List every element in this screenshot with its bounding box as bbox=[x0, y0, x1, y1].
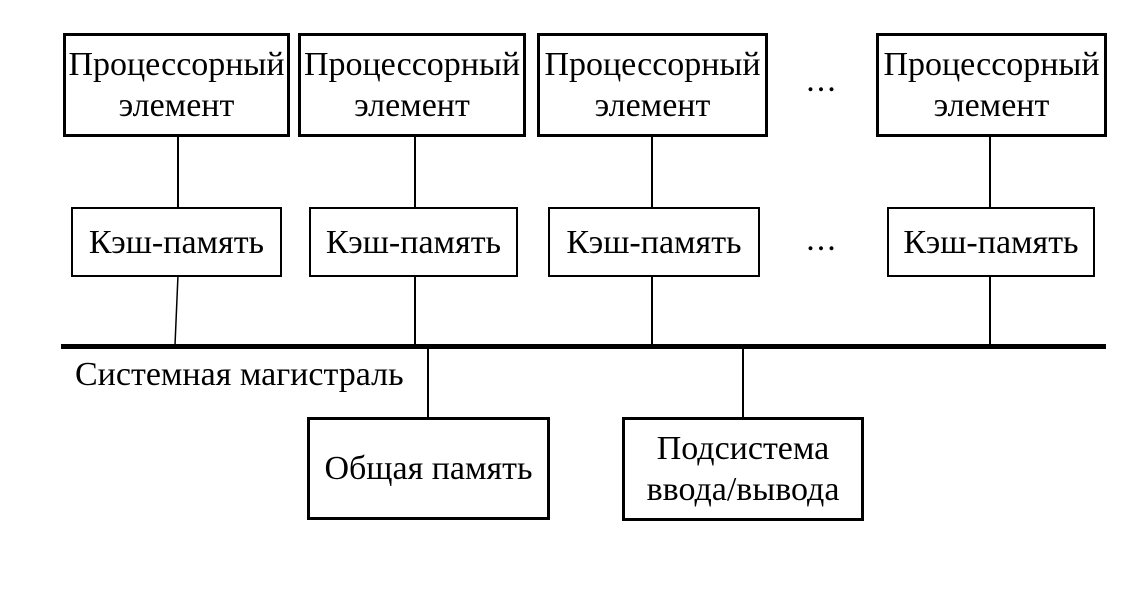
cache-label: Кэш-память bbox=[903, 223, 1079, 261]
connector-line bbox=[989, 135, 991, 209]
processor-element-box: Процессорный элемент bbox=[537, 33, 768, 137]
cache-memory-box: Кэш-память bbox=[309, 207, 518, 277]
ellipsis-caches: ... bbox=[806, 221, 838, 258]
connector-line bbox=[414, 135, 416, 209]
system-bus-label: Системная магистраль bbox=[75, 356, 404, 393]
processor-label-line2: элемент bbox=[354, 87, 470, 124]
shared-memory-box: Общая память bbox=[307, 417, 550, 520]
processor-label-line1: Процессорный bbox=[883, 46, 1100, 83]
connector-line-slanted bbox=[174, 275, 179, 345]
cache-memory-box: Кэш-память bbox=[71, 207, 282, 277]
connector-line bbox=[742, 348, 744, 417]
processor-element-box: Процессорный элемент bbox=[63, 33, 290, 137]
cache-label: Кэш-память bbox=[566, 223, 742, 261]
connector-line bbox=[414, 275, 416, 345]
system-bus-line bbox=[61, 344, 1106, 349]
io-subsystem-label-line1: Подсистема bbox=[656, 430, 830, 467]
connector-line bbox=[651, 275, 653, 345]
cache-label: Кэш-память bbox=[88, 223, 265, 261]
processor-label-line1: Процессорный bbox=[303, 46, 521, 83]
connector-line bbox=[989, 275, 991, 345]
io-subsystem-box: Подсистема ввода/вывода bbox=[622, 417, 864, 521]
shared-memory-label: Общая память bbox=[324, 450, 533, 487]
processor-element-box: Процессорный элемент bbox=[876, 33, 1107, 137]
cache-memory-box: Кэш-память bbox=[887, 207, 1095, 277]
processor-label-line1: Процессорный bbox=[544, 46, 761, 83]
io-subsystem-label-line2: ввода/вывода bbox=[646, 471, 840, 508]
processor-label-line1: Процессорный bbox=[68, 46, 285, 83]
connector-line bbox=[177, 135, 179, 209]
connector-line bbox=[651, 135, 653, 209]
processor-label-line2: элемент bbox=[594, 87, 711, 124]
cache-label: Кэш-память bbox=[325, 223, 502, 261]
cache-memory-box: Кэш-память bbox=[548, 207, 760, 277]
connector-line bbox=[427, 348, 429, 417]
processor-element-box: Процессорный элемент bbox=[298, 33, 526, 137]
processor-label-line2: элемент bbox=[118, 87, 235, 124]
processor-label-line2: элемент bbox=[933, 87, 1050, 124]
ellipsis-processors: ... bbox=[806, 62, 838, 99]
